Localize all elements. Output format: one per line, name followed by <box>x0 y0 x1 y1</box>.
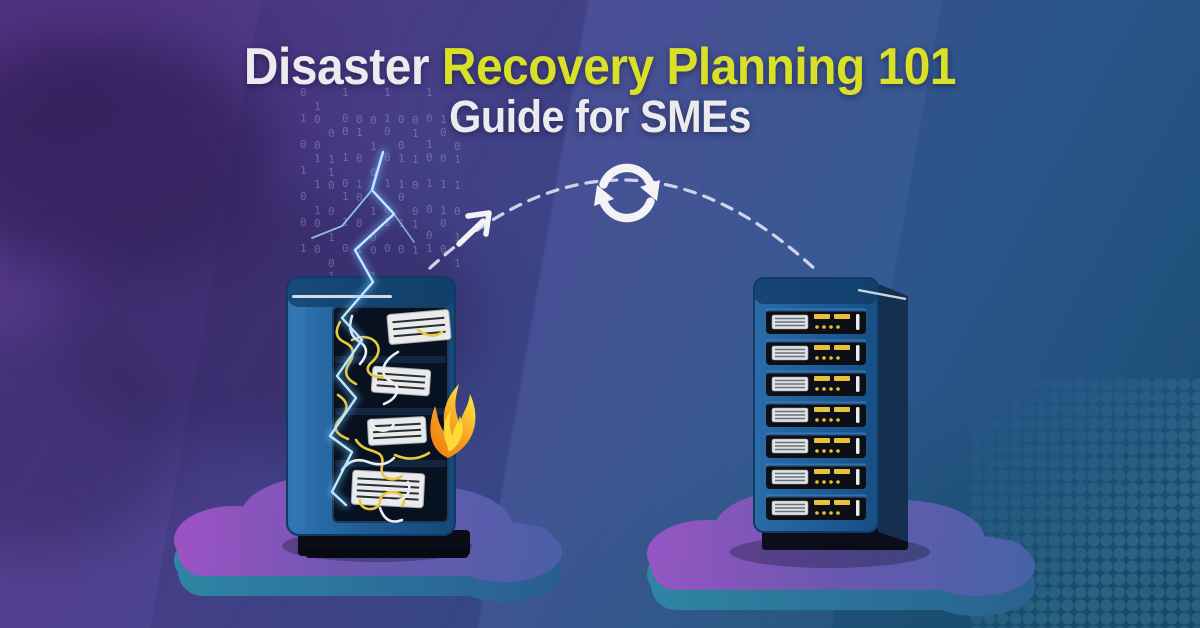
indicator-led <box>822 387 826 391</box>
server-bay <box>766 494 866 520</box>
indicator-led <box>836 418 840 422</box>
indicator-led <box>815 449 819 453</box>
indicator-bar <box>834 469 850 474</box>
server-bay <box>766 463 866 489</box>
indicator-led <box>829 511 833 515</box>
indicator-led <box>836 511 840 515</box>
server-bay <box>766 401 866 427</box>
indicator-bar <box>834 345 850 350</box>
indicator-bar <box>814 314 830 319</box>
drive-slot <box>856 500 860 516</box>
indicator-bar <box>834 500 850 505</box>
indicator-bar <box>814 345 830 350</box>
server-bay <box>766 308 866 334</box>
indicator-led <box>815 356 819 360</box>
indicator-led <box>822 480 826 484</box>
arrow-up-right-icon <box>456 210 492 247</box>
server-bay <box>766 432 866 458</box>
indicator-led <box>836 480 840 484</box>
vent-panel <box>771 407 809 423</box>
indicator-led <box>822 511 826 515</box>
indicator-led <box>829 356 833 360</box>
server-bays <box>766 308 866 520</box>
lightning-icon <box>311 148 415 509</box>
title-line1-yellow: Recovery Planning 101 <box>441 38 957 96</box>
server-bay <box>766 370 866 396</box>
title-line1-white: Disaster <box>243 38 442 96</box>
rack-highlight <box>292 295 392 298</box>
indicator-led <box>822 418 826 422</box>
indicator-bar <box>834 407 850 412</box>
dashed-sync-arc <box>428 178 820 274</box>
vent-panel <box>771 314 809 330</box>
title-line2: Guide for SMEs <box>449 91 751 143</box>
rack-highlight <box>857 288 907 301</box>
drive-slot <box>856 469 860 485</box>
indicator-bar <box>814 469 830 474</box>
indicator-bar <box>814 407 830 412</box>
indicator-led <box>836 387 840 391</box>
server-trays <box>350 309 452 509</box>
indicator-bar <box>814 500 830 505</box>
indicator-led <box>815 480 819 484</box>
indicator-bar <box>834 376 850 381</box>
indicator-led <box>815 387 819 391</box>
indicator-bar <box>814 438 830 443</box>
rack-shelves <box>335 356 446 467</box>
indicator-led <box>815 325 819 329</box>
drive-slot <box>856 376 860 392</box>
vent-panel <box>771 376 809 392</box>
drive-slot <box>856 314 860 330</box>
indicator-led <box>836 449 840 453</box>
server-bay <box>766 339 866 365</box>
indicator-bar <box>834 438 850 443</box>
indicator-led <box>822 325 826 329</box>
drive-slot <box>856 345 860 361</box>
vent-panel <box>771 438 809 454</box>
drive-slot <box>856 438 860 454</box>
indicator-led <box>815 418 819 422</box>
indicator-led <box>815 511 819 515</box>
indicator-bar <box>834 314 850 319</box>
server-rack-failed <box>286 276 476 558</box>
indicator-led <box>829 418 833 422</box>
indicator-led <box>836 356 840 360</box>
indicator-led <box>822 356 826 360</box>
server-rack-backup <box>753 277 908 550</box>
vent-panel <box>771 345 809 361</box>
flame-icon <box>430 384 476 458</box>
page-title: Disaster Recovery Planning 101 Guide for… <box>48 40 1152 141</box>
vent-panel <box>771 469 809 485</box>
cloud-platform-right <box>647 490 1035 616</box>
indicator-led <box>836 325 840 329</box>
indicator-led <box>829 449 833 453</box>
indicator-led <box>822 449 826 453</box>
vent-panel <box>771 500 809 516</box>
indicator-led <box>829 387 833 391</box>
indicator-led <box>829 480 833 484</box>
sync-icon <box>594 163 660 223</box>
indicator-led <box>829 325 833 329</box>
drive-slot <box>856 407 860 423</box>
indicator-bar <box>814 376 830 381</box>
